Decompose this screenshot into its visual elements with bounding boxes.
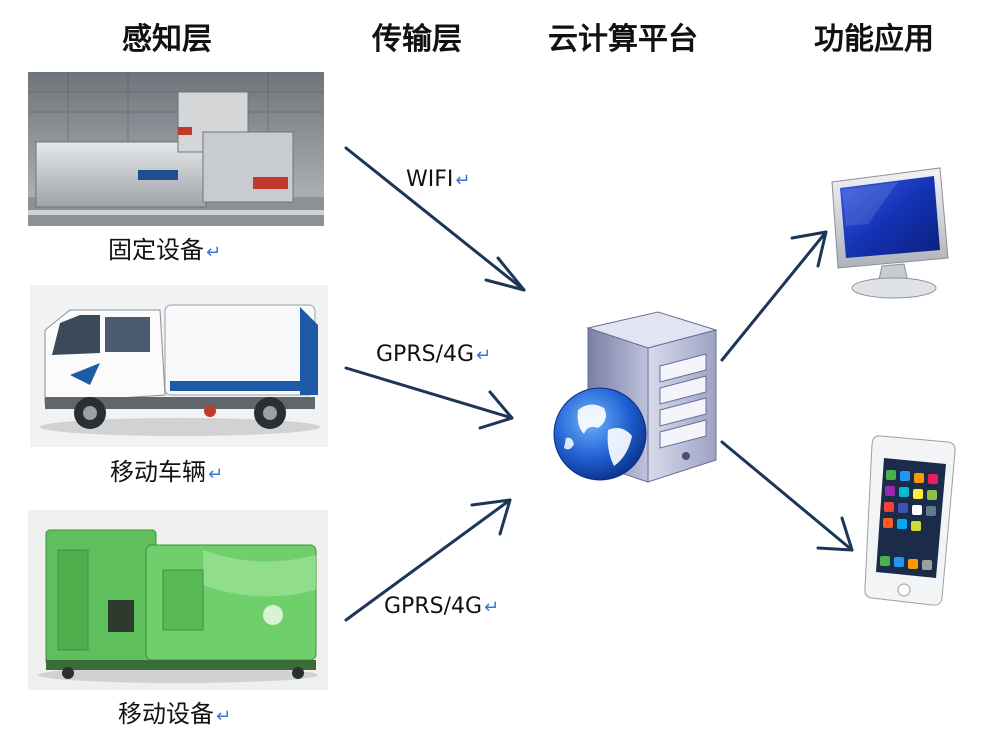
cloud-server-icon	[553, 311, 718, 483]
return-mark-icon: ↵	[455, 170, 471, 191]
gprs-mobile-text: GPRS/4G	[384, 594, 483, 619]
gprs-vehicle-text: GPRS/4G	[376, 342, 475, 367]
return-mark-icon: ↵	[476, 345, 492, 366]
mobile-equipment-caption: 移动设备↵	[118, 694, 231, 729]
header-sensing-layer: 感知层	[122, 22, 212, 57]
mobile-vehicle-label: 移动车辆	[110, 458, 206, 486]
header-function-application: 功能应用	[814, 22, 934, 57]
arrow-vehicle-to-cloud	[344, 366, 514, 430]
arrow-fixed-to-cloud	[344, 146, 526, 292]
return-mark-icon: ↵	[208, 464, 224, 485]
fixed-equipment-photo	[28, 72, 324, 226]
arrow-cloud-to-phone	[720, 440, 854, 552]
monitor-icon	[831, 167, 949, 299]
app-icons	[880, 470, 938, 570]
mobile-equipment-label: 移动设备	[118, 700, 214, 728]
arrow-cloud-to-monitor	[720, 230, 828, 362]
return-mark-icon: ↵	[484, 597, 500, 618]
wifi-text: WIFI	[406, 167, 454, 192]
header-cloud-platform: 云计算平台	[548, 22, 698, 57]
smartphone-icon	[864, 435, 956, 606]
fixed-equipment-label: 固定设备	[108, 236, 204, 264]
mobile-equipment-photo	[28, 510, 328, 690]
fixed-equipment-caption: 固定设备↵	[108, 230, 221, 265]
arrow-mobile-to-cloud	[344, 498, 512, 622]
header-transport-layer: 传输层	[372, 22, 462, 57]
return-mark-icon: ↵	[216, 706, 232, 727]
gprs-mobile-link-label: GPRS/4G↵	[384, 594, 499, 619]
mobile-vehicle-caption: 移动车辆↵	[110, 452, 223, 487]
mobile-vehicle-photo	[30, 285, 328, 447]
wifi-link-label: WIFI↵	[406, 167, 470, 192]
return-mark-icon: ↵	[206, 242, 222, 263]
gprs-vehicle-link-label: GPRS/4G↵	[376, 342, 491, 367]
